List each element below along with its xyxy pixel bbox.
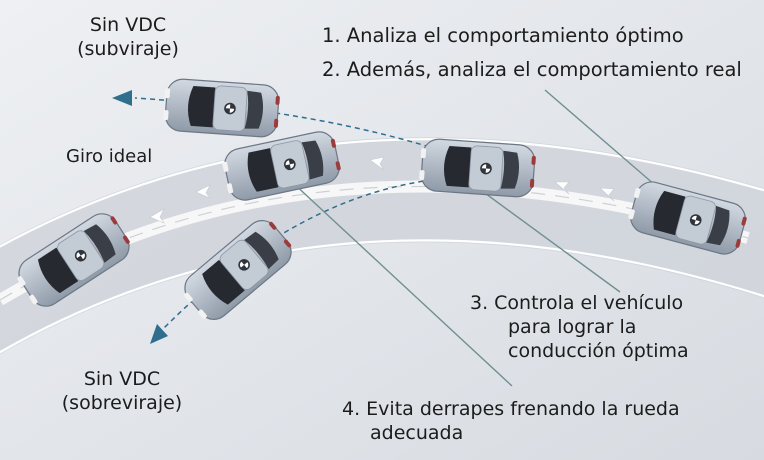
step-3-line-2: para lograr la (470, 316, 689, 340)
understeer-subtitle: (subviraje) (62, 38, 194, 62)
step-4-text: 4. Evita derrapes frenando la rueda adec… (342, 398, 680, 446)
oversteer-label: Sin VDC (sobreviraje) (52, 368, 192, 416)
step-4-line-1: 4. Evita derrapes frenando la rueda (342, 398, 680, 420)
step-3-line-3: conducción óptima (470, 340, 689, 364)
step-3-text: 3. Controla el vehículo para lograr la c… (470, 292, 689, 363)
oversteer-title: Sin VDC (52, 368, 192, 392)
step-3-line-1: 3. Controla el vehículo (470, 292, 683, 314)
car-icon (162, 78, 280, 138)
oversteer-subtitle: (sobreviraje) (52, 392, 192, 416)
understeer-title: Sin VDC (62, 14, 194, 38)
car-icon (418, 138, 536, 198)
understeer-label: Sin VDC (subviraje) (62, 14, 194, 62)
step-4-line-2: adecuada (342, 422, 680, 446)
step-1-text: 1. Analiza el comportamiento óptimo (322, 24, 684, 48)
step-2-text: 2. Además, analiza el comportamiento rea… (322, 58, 742, 82)
ideal-turn-label: Giro ideal (66, 146, 152, 169)
